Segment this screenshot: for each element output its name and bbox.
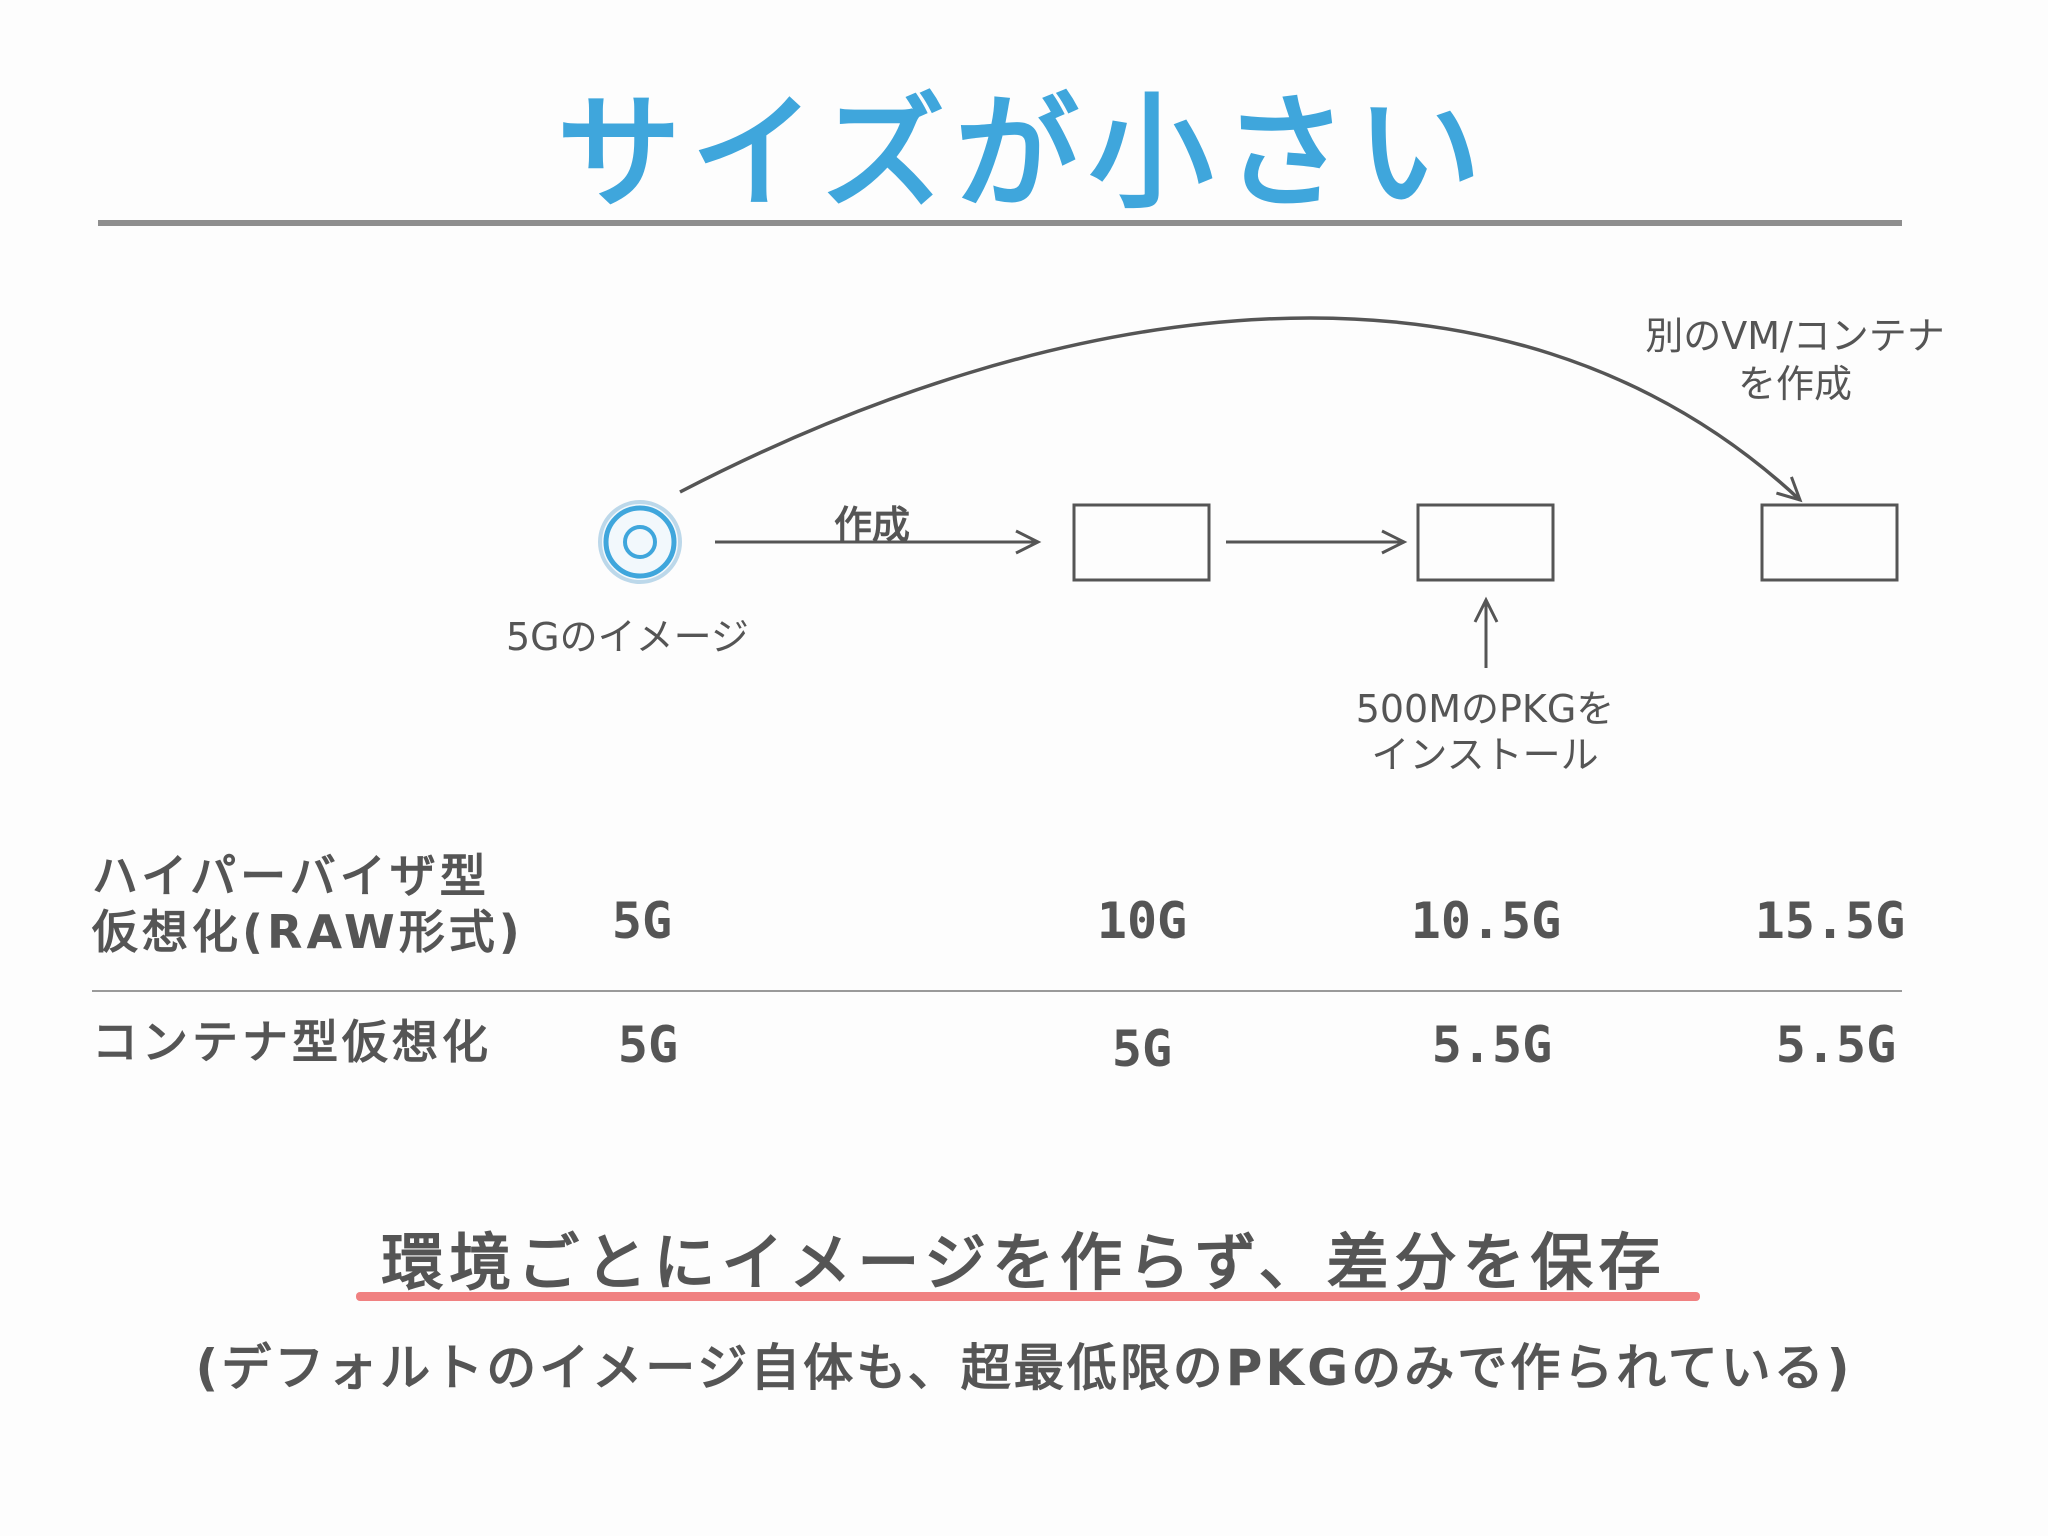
vm-box-1	[1072, 503, 1211, 582]
install-label-line2: インストール	[1371, 733, 1599, 777]
title-divider	[98, 220, 1902, 226]
new-vm-label-line1: 別のVM/コンテナ	[1645, 314, 1945, 358]
container-value-4: 5.5G	[1775, 1016, 1897, 1074]
table-divider	[92, 990, 1902, 992]
image-label: 5Gのイメージ	[506, 615, 749, 659]
row-label-hypervisor: ハイパーバイザ型 仮想化(RAW形式)	[92, 848, 524, 960]
vm-box-3	[1760, 503, 1899, 582]
vm-box-2	[1416, 503, 1555, 582]
new-vm-label-line2: を作成	[1737, 362, 1852, 406]
new-vm-curve-arrow	[679, 316, 1803, 503]
create-label: 作成	[834, 503, 911, 547]
row-label-container: コンテナ型仮想化	[92, 1014, 492, 1070]
hypervisor-value-2: 10G	[1096, 892, 1188, 950]
row-label-container-line1: コンテナ型仮想化	[92, 1015, 492, 1069]
key-message-underline	[356, 1292, 1700, 1301]
hypervisor-value-1: 5G	[611, 892, 673, 950]
container-value-2: 5G	[1111, 1020, 1173, 1078]
container-value-1: 5G	[617, 1016, 679, 1074]
footnote: (デフォルトのイメージ自体も、超最低限のPKGのみで作られている)	[195, 1339, 1853, 1397]
slide-title: サイズが小さい	[556, 82, 1492, 226]
row-label-hypervisor-line2: 仮想化(RAW形式)	[92, 905, 524, 959]
row-label-hypervisor-line1: ハイパーバイザ型	[92, 849, 490, 903]
key-message: 環境ごとにイメージを作らず、差分を保存	[381, 1226, 1667, 1299]
image-disk-icon	[598, 500, 682, 584]
install-label-line1: 500MのPKGを	[1355, 687, 1615, 731]
container-value-3: 5.5G	[1431, 1016, 1553, 1074]
new-vm-label: 別のVM/コンテナ を作成	[1620, 312, 1970, 408]
hypervisor-value-3: 10.5G	[1410, 892, 1562, 950]
hypervisor-value-4: 15.5G	[1754, 892, 1906, 950]
install-label: 500MのPKGを インストール	[1340, 686, 1630, 778]
